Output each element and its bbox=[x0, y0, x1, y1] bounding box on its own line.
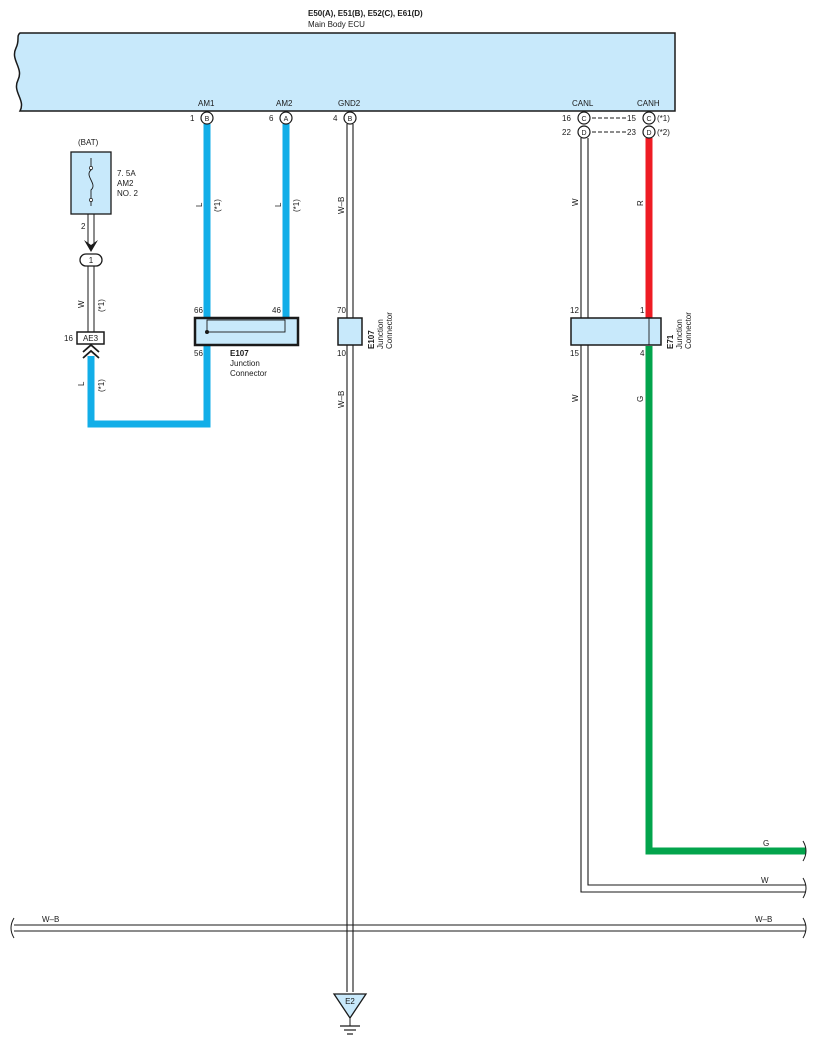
terminal-canh-1-conn: C bbox=[646, 116, 651, 123]
pin-num-am2: 6 bbox=[269, 114, 274, 123]
e107-left-name: E107 bbox=[230, 349, 249, 358]
e71-desc2: Connector bbox=[684, 312, 693, 349]
e107-mid-desc1: Junction bbox=[376, 319, 385, 349]
terminal-gnd2-conn: B bbox=[348, 116, 353, 123]
break-mark-bus-left bbox=[10, 917, 15, 939]
fuse-pin: 2 bbox=[81, 222, 86, 231]
fuse-name: AM2 bbox=[117, 179, 134, 188]
label-fuse-wire: W bbox=[77, 300, 86, 308]
label-bus-left: W–B bbox=[42, 915, 59, 924]
fuse-icon-dot-top bbox=[89, 166, 93, 170]
inline-connector[interactable] bbox=[79, 253, 103, 267]
terminal-canh-1[interactable] bbox=[642, 111, 656, 125]
label-canh-upper: R bbox=[636, 200, 645, 206]
ae3-connector[interactable] bbox=[76, 331, 105, 345]
label-ae3-wire: L bbox=[77, 381, 86, 386]
e107-mid-pin-70: 70 bbox=[337, 306, 346, 315]
pin-label-am2: AM2 bbox=[276, 99, 293, 108]
terminal-canl-2[interactable] bbox=[577, 125, 591, 139]
e71-desc1: Junction bbox=[675, 319, 684, 349]
ecu-name: Main Body ECU bbox=[308, 20, 365, 29]
label-am1-wire: L bbox=[195, 202, 204, 207]
e71-connector[interactable] bbox=[570, 317, 662, 346]
pin-num-gnd2: 4 bbox=[333, 114, 338, 123]
e107-pin-66: 66 bbox=[194, 306, 203, 315]
chevron-up-icon bbox=[82, 343, 100, 359]
fuse-icon bbox=[88, 158, 94, 206]
fuse-supply: (BAT) bbox=[78, 138, 99, 147]
terminal-canl-2-conn: D bbox=[581, 130, 586, 137]
pin-num-canl-1: 16 bbox=[562, 114, 571, 123]
e71-name: E71 bbox=[666, 334, 675, 349]
label-bus-right: W–B bbox=[755, 915, 772, 924]
pin-num-canh-2: 23 bbox=[627, 128, 636, 137]
terminal-am1-conn: B bbox=[205, 116, 210, 123]
inline-connector-num: 1 bbox=[89, 256, 94, 265]
pin-num-canl-2: 22 bbox=[562, 128, 571, 137]
e71-pin-15: 15 bbox=[570, 349, 579, 358]
label-am1-note: (*1) bbox=[213, 199, 222, 212]
fuse-number: NO. 2 bbox=[117, 189, 138, 198]
terminal-canl-1-conn: C bbox=[581, 116, 586, 123]
ecu-connector-list: E50(A), E51(B), E52(C), E61(D) bbox=[308, 9, 423, 18]
pin-num-am1: 1 bbox=[190, 114, 195, 123]
pin-num-canh-1: 15 bbox=[627, 114, 636, 123]
label-out-g: G bbox=[763, 839, 769, 848]
label-canl-upper: W bbox=[571, 198, 580, 206]
pin-label-gnd2: GND2 bbox=[338, 99, 361, 108]
wire-canl-outer[interactable] bbox=[580, 138, 806, 893]
canh-note-2: (*2) bbox=[657, 128, 670, 137]
e107-mid-pin-10: 10 bbox=[337, 349, 346, 358]
pin-label-am1: AM1 bbox=[198, 99, 215, 108]
label-gnd-lower: W–B bbox=[337, 391, 346, 408]
pin-label-canh: CANH bbox=[637, 99, 660, 108]
e107-mid-name: E107 bbox=[367, 330, 376, 349]
terminal-am2[interactable] bbox=[279, 111, 293, 125]
label-out-w: W bbox=[761, 876, 769, 885]
e107-left-desc2: Connector bbox=[230, 369, 267, 378]
canh-note-1: (*1) bbox=[657, 114, 670, 123]
label-am2-wire: L bbox=[274, 202, 283, 207]
ae3-pin: 16 bbox=[64, 334, 73, 343]
label-fuse-note: (*1) bbox=[97, 299, 106, 312]
e107-left-bridge bbox=[206, 319, 286, 333]
e71-pin-1: 1 bbox=[640, 306, 645, 315]
pin-label-canl: CANL bbox=[572, 99, 594, 108]
e107-pin-56: 56 bbox=[194, 349, 203, 358]
wire-canh-lower[interactable] bbox=[645, 346, 806, 855]
main-body-ecu-box[interactable] bbox=[13, 32, 676, 112]
terminal-canl-1[interactable] bbox=[577, 111, 591, 125]
e107-pin-46: 46 bbox=[272, 306, 281, 315]
terminal-am2-conn: A bbox=[284, 116, 289, 123]
fuse-icon-dot-bottom bbox=[89, 198, 93, 202]
terminal-canh-2[interactable] bbox=[642, 125, 656, 139]
break-mark-bus-right bbox=[802, 917, 807, 939]
e71-pin-12: 12 bbox=[570, 306, 579, 315]
e107-left-connector[interactable] bbox=[193, 316, 300, 347]
label-ae3-note: (*1) bbox=[97, 379, 106, 392]
fuse-rating: 7. 5A bbox=[117, 169, 136, 178]
label-canl-lower: W bbox=[571, 394, 580, 402]
break-mark-g bbox=[802, 840, 807, 862]
terminal-am1[interactable] bbox=[200, 111, 214, 125]
e71-pin-4: 4 bbox=[640, 349, 645, 358]
e107-left-desc1: Junction bbox=[230, 359, 260, 368]
break-mark-w bbox=[802, 877, 807, 899]
wire-e107-to-ae3[interactable] bbox=[87, 346, 211, 428]
terminal-gnd2[interactable] bbox=[343, 111, 357, 125]
e107-left-splice bbox=[205, 330, 209, 334]
label-canh-lower: G bbox=[636, 396, 645, 402]
e107-mid-connector[interactable] bbox=[337, 317, 363, 346]
label-am2-note: (*1) bbox=[292, 199, 301, 212]
terminal-canh-2-conn: D bbox=[646, 130, 651, 137]
ground-e2-triangle[interactable] bbox=[332, 993, 368, 1020]
arrow-down-icon bbox=[84, 240, 98, 252]
label-gnd-upper: W–B bbox=[337, 197, 346, 214]
ground-label: E2 bbox=[345, 997, 355, 1006]
wire-canl-inner[interactable] bbox=[587, 138, 806, 886]
ae3-label: AE3 bbox=[83, 334, 99, 343]
e107-mid-desc2: Connector bbox=[385, 312, 394, 349]
